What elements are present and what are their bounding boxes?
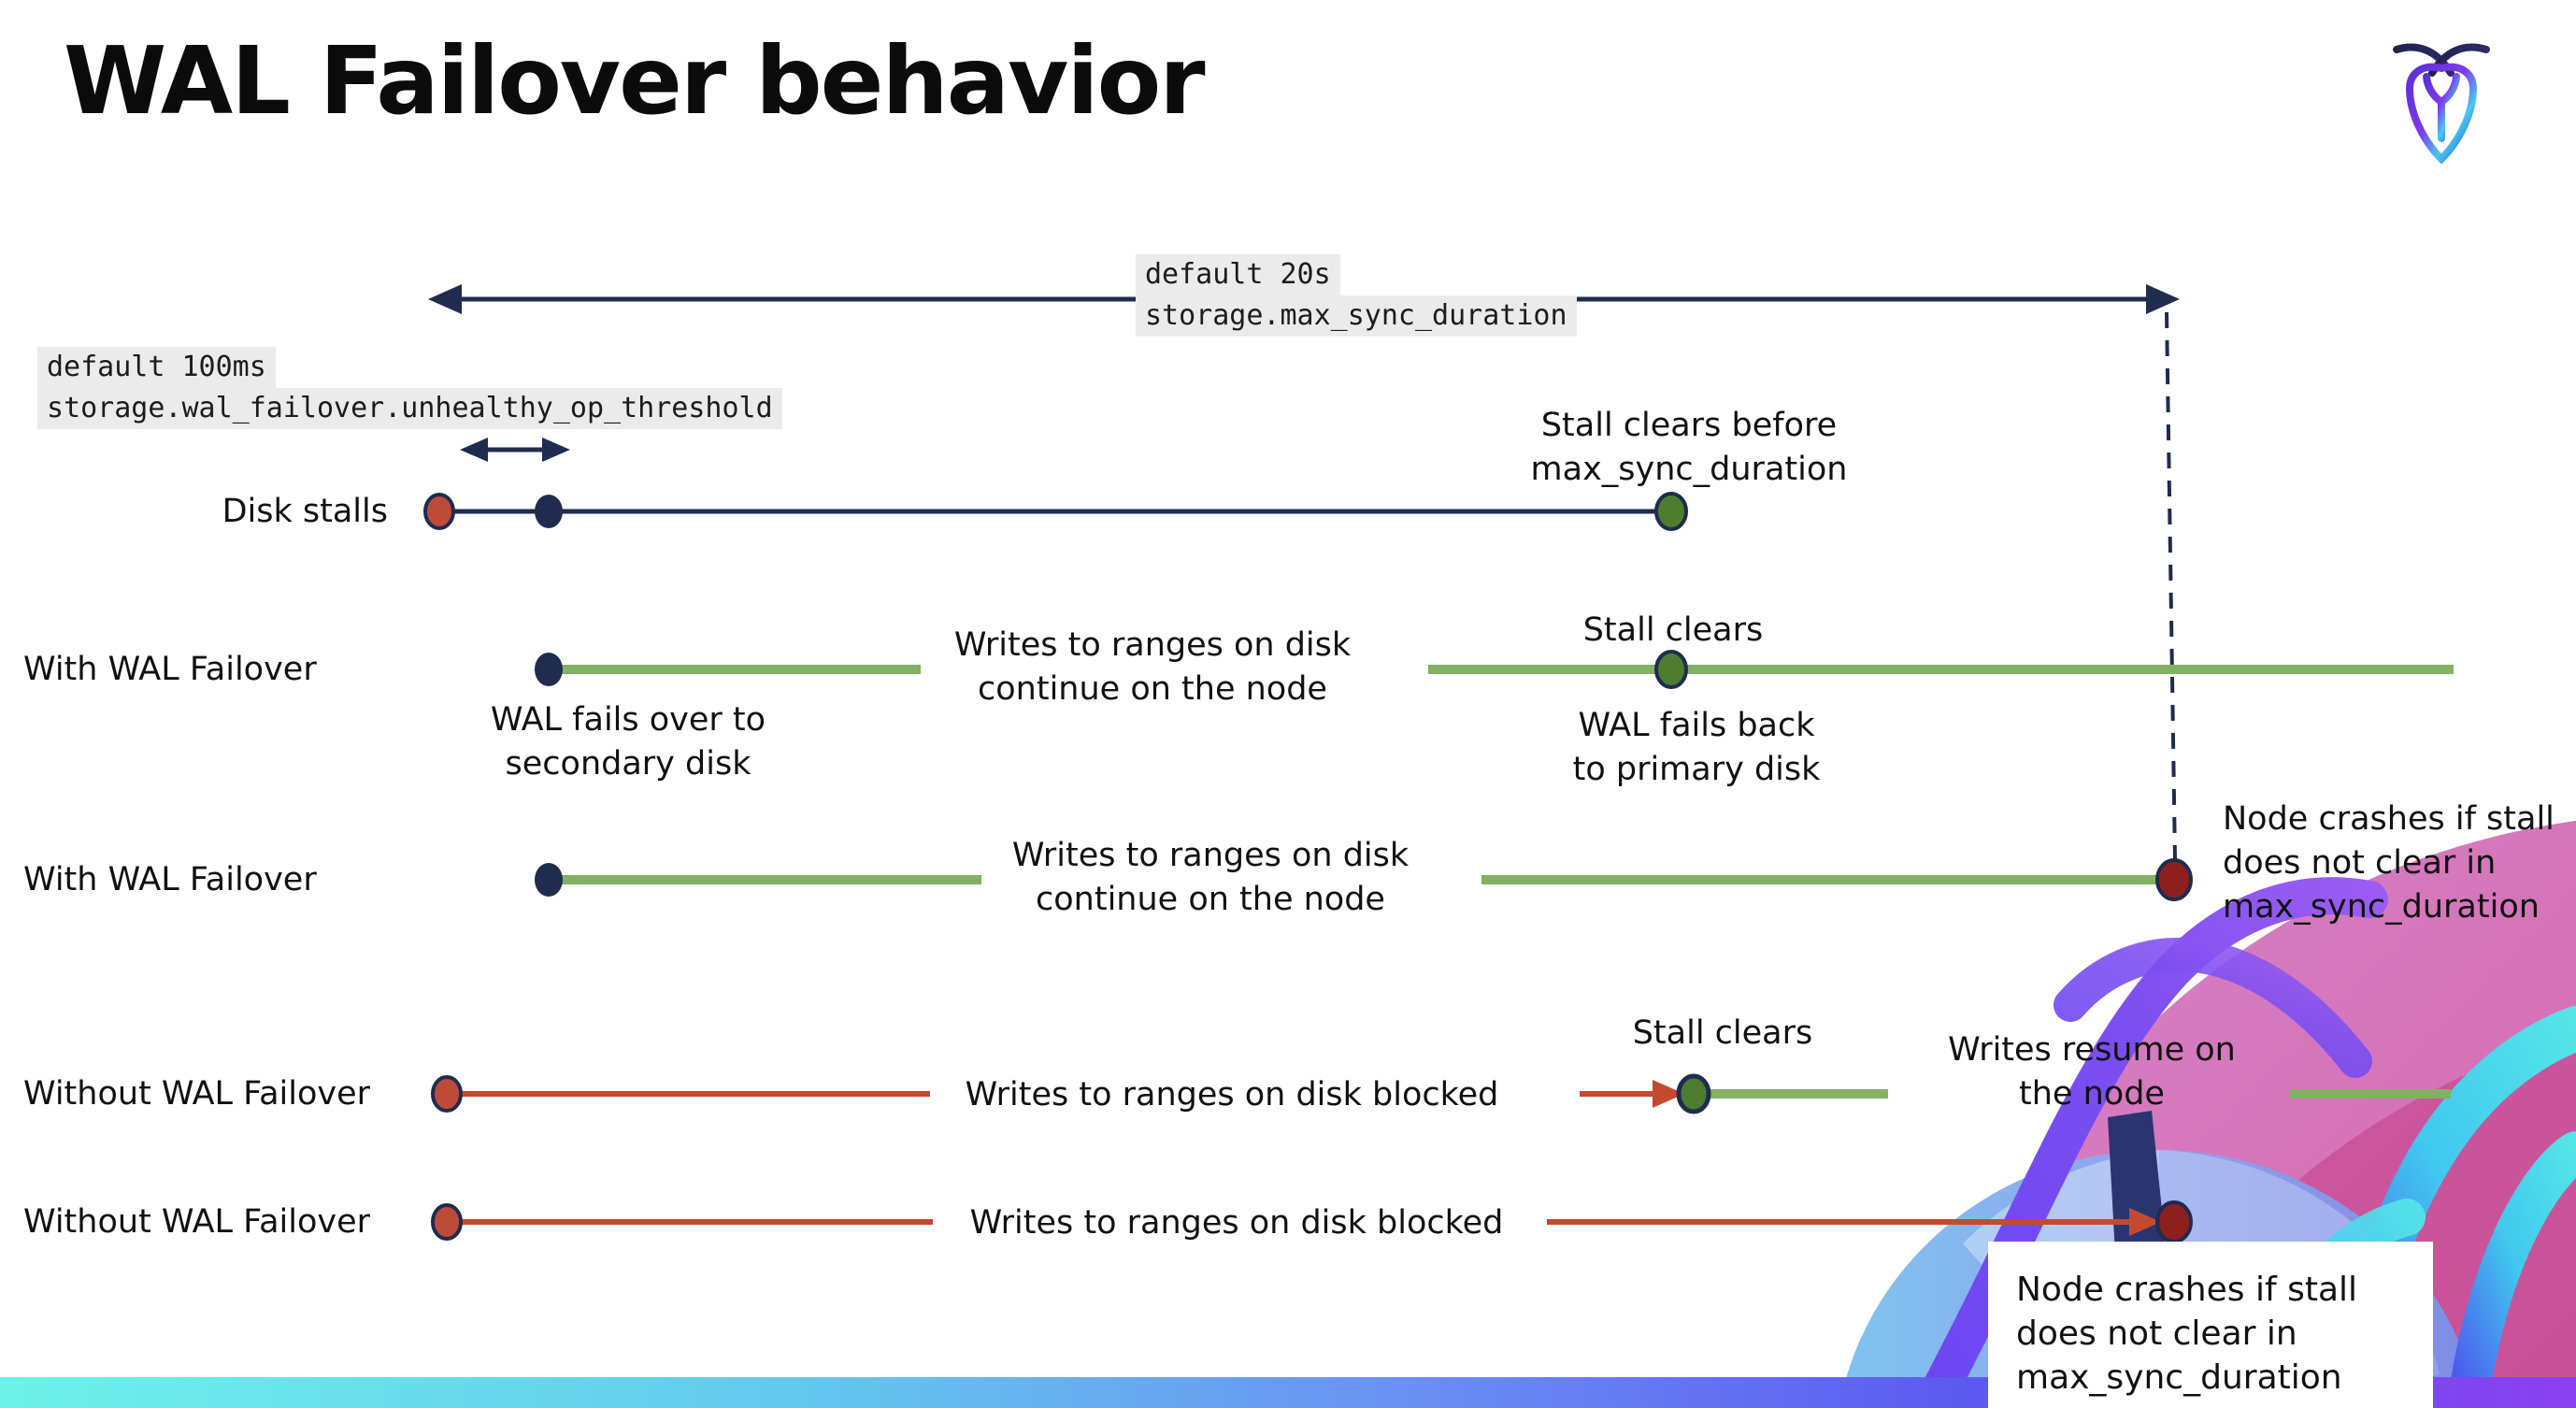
stall-clears-dot xyxy=(1654,650,1688,689)
writes-continue-note-2: Writes to ranges on disk continue on the… xyxy=(1011,837,1410,918)
writes-blocked-note-2: Writes to ranges on disk blocked xyxy=(969,1204,1504,1242)
timeline-with-wal-failover-2 xyxy=(535,858,2193,901)
writes-resume-note: Writes resume on the node xyxy=(1948,1031,2236,1113)
max-sync-setting-name: storage.max_sync_duration xyxy=(1136,295,1577,337)
failover-dot xyxy=(535,653,563,686)
unhealthy-threshold-setting-name: storage.wal_failover.unhealthy_op_thresh… xyxy=(37,388,782,429)
wal-fails-over-note: WAL fails over to secondary disk xyxy=(490,701,766,783)
writes-blocked-note-1: Writes to ranges on disk blocked xyxy=(965,1076,1499,1113)
timeline-with-wal-failover-1 xyxy=(535,650,2454,689)
max-sync-deadline-dashed-line xyxy=(2165,311,2177,861)
row-label-without-wal-failover-2: Without WAL Failover xyxy=(23,1203,371,1241)
stall-clears-note-2: Stall clears xyxy=(1632,1014,1813,1052)
timeline-without-wal-failover-1 xyxy=(431,1073,2451,1114)
threshold-dot xyxy=(535,495,563,528)
crash-dot xyxy=(2155,1200,2193,1243)
row-label-without-wal-failover-1: Without WAL Failover xyxy=(23,1075,371,1113)
page-title: WAL Failover behavior xyxy=(64,26,1206,136)
failover-dot xyxy=(535,863,563,897)
stall-clears-before-note: Stall clears before max_sync_duration xyxy=(1530,407,1848,488)
max-sync-default-label: default 20s xyxy=(1136,254,1340,295)
stall-clears-dot xyxy=(1676,1073,1711,1114)
timeline-without-wal-failover-2 xyxy=(431,1200,2193,1243)
wal-fails-back-note: WAL fails back to primary disk xyxy=(1572,707,1821,788)
stall-start-dot xyxy=(431,1075,463,1113)
timeline-disk-stalls xyxy=(423,492,1688,531)
row-label-disk-stalls: Disk stalls xyxy=(222,493,388,530)
stall-start-dot xyxy=(423,493,455,530)
crash-dot xyxy=(2155,858,2193,901)
crash-note-card: Node crashes if stall does not clear in … xyxy=(1988,1242,2433,1408)
row-label-with-wal-failover-1: With WAL Failover xyxy=(23,651,317,688)
node-crashes-note-2: Node crashes if stall does not clear in … xyxy=(2016,1271,2358,1397)
row-label-with-wal-failover-2: With WAL Failover xyxy=(23,861,317,898)
stall-start-dot xyxy=(431,1203,463,1241)
unhealthy-threshold-arrow xyxy=(460,438,570,462)
node-crashes-note-1: Node crashes if stall does not clear in … xyxy=(2223,800,2555,926)
stall-clears-note-1: Stall clears xyxy=(1582,611,1764,649)
cockroachdb-logo xyxy=(2393,43,2490,165)
stall-clears-dot xyxy=(1654,492,1688,531)
writes-continue-note-1: Writes to ranges on disk continue on the… xyxy=(953,626,1352,708)
unhealthy-threshold-default-label: default 100ms xyxy=(37,347,276,388)
